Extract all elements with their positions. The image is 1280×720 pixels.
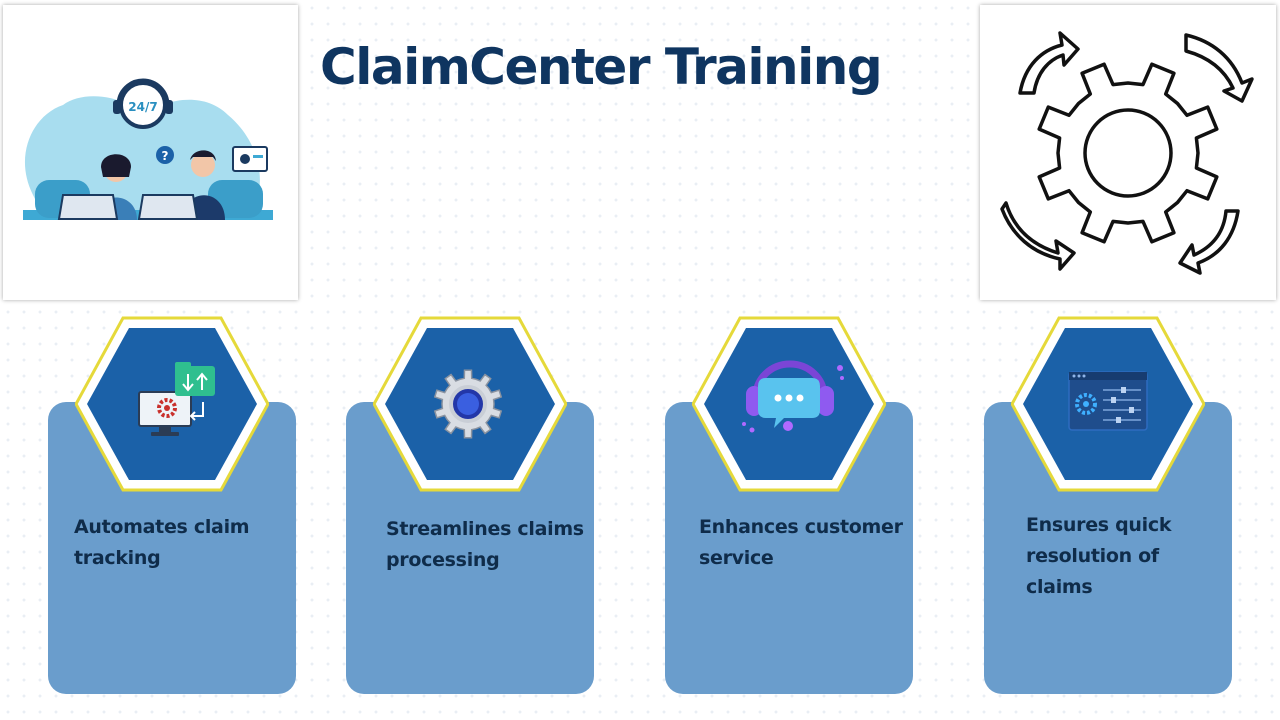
card-hexagon bbox=[692, 316, 886, 492]
card-hexagon bbox=[1011, 316, 1205, 492]
card-text: Ensures quick resolution of claims bbox=[1026, 514, 1172, 598]
support-illustration: 24/7 ? bbox=[3, 5, 298, 300]
card-hexagon bbox=[373, 316, 567, 492]
feature-card-automates: Automates claim tracking bbox=[48, 316, 298, 696]
headset-chat-icon bbox=[742, 360, 844, 433]
headset-badge-label: 24/7 bbox=[128, 100, 157, 114]
feature-card-ensures: Ensures quick resolution of claims bbox=[984, 316, 1234, 696]
card-text: Automates claim tracking bbox=[74, 516, 250, 569]
gear-icon bbox=[433, 369, 503, 439]
card-hexagon bbox=[75, 316, 269, 492]
computer-settings-icon bbox=[138, 362, 215, 436]
card-text: Streamlines claims processing bbox=[386, 518, 584, 571]
feature-card-enhances: Enhances customer service bbox=[665, 316, 915, 696]
page-title: ClaimCenter Training bbox=[320, 38, 883, 96]
help-bubble-label: ? bbox=[162, 149, 169, 163]
card-text: Enhances customer service bbox=[699, 516, 903, 569]
gear-cycle-icon bbox=[1000, 31, 1254, 275]
gear-cycle-illustration bbox=[980, 5, 1276, 300]
settings-panel-icon bbox=[1068, 371, 1148, 431]
feature-card-streamlines: Streamlines claims processing bbox=[346, 316, 596, 696]
